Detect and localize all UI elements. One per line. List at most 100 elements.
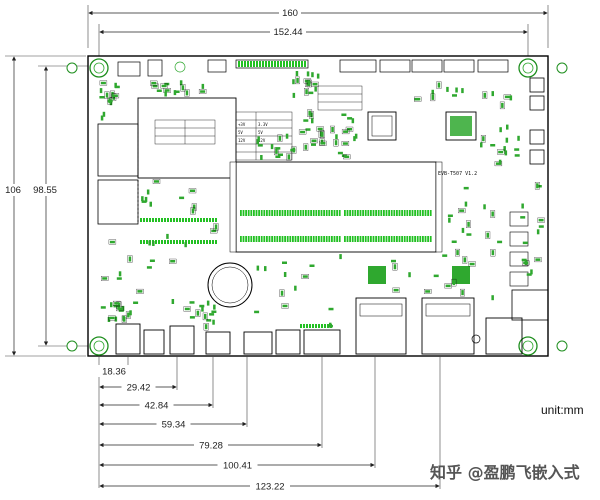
som-pin	[268, 236, 271, 242]
smd-pad	[514, 154, 520, 157]
smd-pad	[141, 200, 147, 203]
som-pin	[268, 210, 271, 216]
connector-pin	[140, 218, 142, 222]
smd-pad	[491, 295, 494, 301]
smd-pad	[393, 288, 399, 292]
smd-pad	[309, 264, 315, 267]
header-pin	[268, 61, 270, 67]
smd-pad	[164, 89, 170, 92]
smd-pad	[114, 85, 120, 89]
smd-outline	[304, 88, 309, 96]
som-pin	[331, 236, 333, 242]
som-pin	[429, 236, 432, 242]
connector-pin	[312, 324, 314, 328]
som-pin	[331, 210, 333, 216]
smd-pad	[102, 277, 108, 280]
som-pin	[255, 210, 258, 216]
som-pin	[294, 236, 297, 242]
smd-outline	[480, 135, 486, 143]
offset-dimension-3: 59.34	[99, 356, 248, 431]
smd-outline	[466, 220, 471, 228]
smd-outline	[136, 288, 144, 294]
smd-pad	[461, 227, 465, 233]
som-pin	[403, 236, 406, 242]
smd-pad	[181, 85, 185, 91]
smd-pad	[461, 290, 464, 296]
smd-pad	[275, 155, 281, 158]
smd-pad	[339, 254, 342, 260]
smd-pad	[334, 140, 338, 146]
smd-pad	[329, 322, 332, 328]
som-pin	[312, 210, 315, 216]
smd-outline	[424, 289, 432, 294]
watermark-text: 知乎 @盈鹏飞嵌入式	[430, 463, 580, 482]
smd-outline	[490, 249, 496, 257]
connector-pin	[140, 240, 142, 244]
smd-pad	[99, 88, 103, 94]
som-pin	[396, 236, 398, 242]
smd-pad	[152, 84, 158, 88]
som-pin	[253, 210, 255, 216]
som-pin	[424, 236, 427, 242]
smd-pad	[302, 275, 308, 278]
som-pin	[297, 210, 299, 216]
smd-outline	[104, 91, 110, 99]
smd-pad	[447, 214, 453, 217]
smd-pad	[353, 136, 356, 142]
som-pin	[364, 210, 367, 216]
smd-pad	[149, 259, 155, 262]
header-pin	[298, 61, 300, 67]
header-pin	[274, 61, 276, 67]
som-pin	[315, 210, 318, 216]
connector-pin	[191, 218, 193, 222]
som-pin	[284, 236, 286, 242]
som-pin	[357, 210, 359, 216]
smd-pad	[305, 128, 311, 131]
mounting-hole-small-left	[66, 62, 78, 74]
som-pin	[401, 210, 403, 216]
som-pin	[305, 236, 307, 242]
smd-outline	[458, 208, 466, 214]
smd-pad	[123, 316, 126, 322]
som-pin	[333, 210, 336, 216]
offset-dimension-value-0: 18.36	[102, 367, 126, 378]
som-pin	[305, 210, 307, 216]
smd-pad	[463, 186, 469, 190]
som-pin	[367, 210, 370, 216]
som-pin	[398, 236, 401, 242]
dimension-hole-spacing-x: 152.44	[98, 24, 529, 56]
smd-pad	[212, 319, 215, 325]
som-pin	[351, 210, 354, 216]
som-pin	[370, 236, 372, 242]
smd-pad	[461, 88, 464, 94]
smd-pad	[303, 119, 309, 122]
smd-pad	[486, 232, 489, 238]
smd-pad	[431, 94, 434, 100]
connector-pin	[188, 218, 190, 222]
smd-pad	[278, 153, 283, 156]
som-pin	[242, 210, 245, 216]
mounting-hole-top-right	[518, 58, 538, 78]
smd-pad	[521, 203, 524, 209]
som-pin	[409, 236, 411, 242]
som-pin	[279, 236, 281, 242]
smd-outline	[468, 261, 476, 267]
som-pin	[377, 236, 380, 242]
smd-pad	[285, 133, 289, 139]
smd-pad	[498, 159, 502, 165]
smd-pad	[161, 84, 167, 88]
smd-pad	[191, 208, 195, 214]
som-pin	[320, 236, 323, 242]
smd-pad	[189, 301, 195, 304]
offset-dimension-6: 123.22	[99, 356, 441, 493]
offset-dimension-5: 100.41	[99, 356, 376, 472]
connector-pin	[321, 324, 323, 328]
som-pin	[429, 210, 432, 216]
offset-dimension-value-5: 100.41	[223, 461, 252, 472]
som-pin	[263, 236, 266, 242]
cpu-chip	[367, 111, 397, 141]
som-pin	[245, 210, 247, 216]
smd-pad	[464, 201, 468, 207]
som-pin	[375, 210, 377, 216]
smd-pad	[294, 285, 297, 291]
